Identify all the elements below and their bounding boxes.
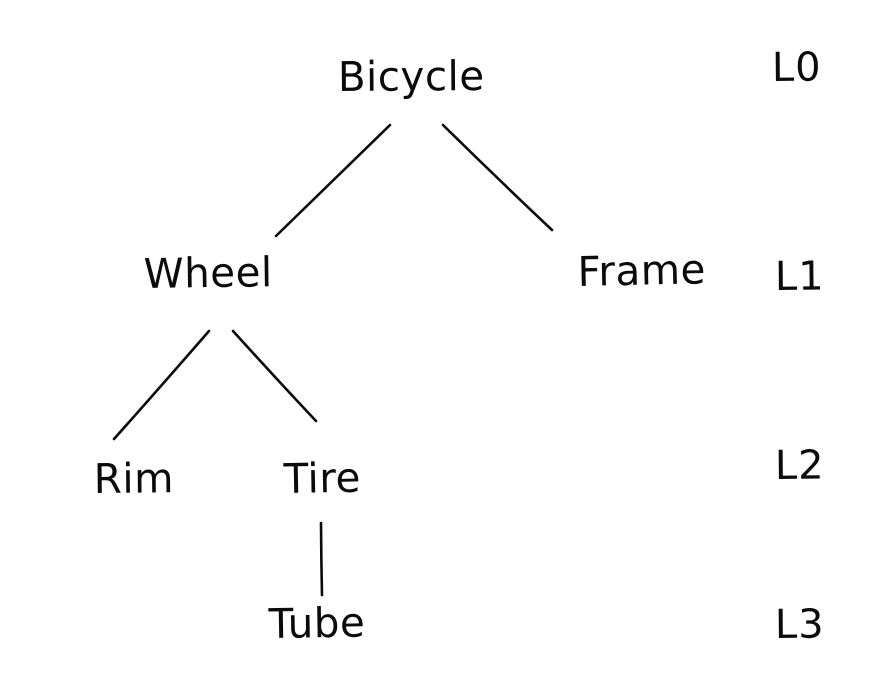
node-wheel[interactable]: Wheel <box>143 248 273 298</box>
node-frame[interactable]: Frame <box>577 245 707 296</box>
level-label-l1: L1 <box>774 253 825 300</box>
node-tire[interactable]: Tire <box>283 453 362 503</box>
edge-bicycle-wheel <box>274 123 392 238</box>
edge-wheel-tire <box>231 329 318 423</box>
level-label-l2: L2 <box>774 442 825 489</box>
edge-tire-tube <box>319 521 324 597</box>
level-label-l3: L3 <box>774 601 825 648</box>
node-bicycle[interactable]: Bicycle <box>337 51 485 101</box>
edge-bicycle-frame <box>441 123 554 232</box>
node-tube[interactable]: Tube <box>268 598 366 648</box>
level-label-l0: L0 <box>771 44 822 91</box>
node-rim[interactable]: Rim <box>93 454 175 503</box>
edge-wheel-rim <box>112 329 211 441</box>
